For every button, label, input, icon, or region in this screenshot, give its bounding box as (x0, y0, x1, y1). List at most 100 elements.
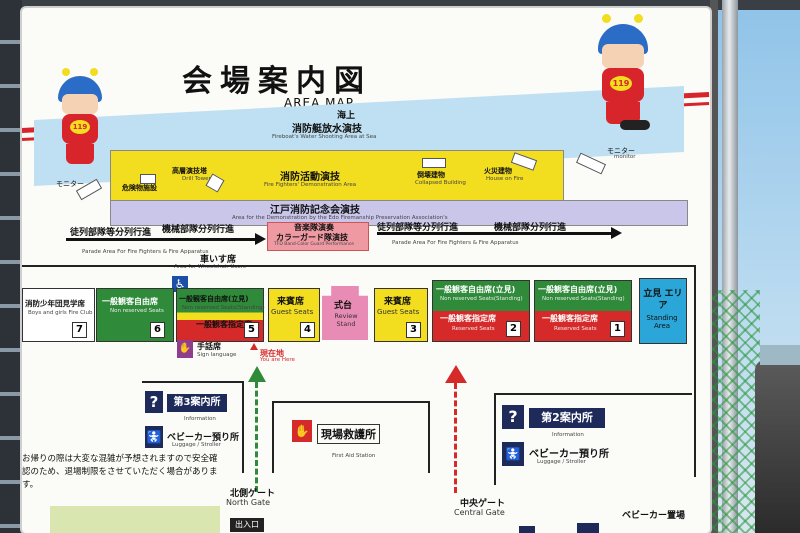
demo-label: 消防活動演技 (280, 172, 340, 183)
edo-label: 江戸消防記念会演技 (270, 205, 360, 216)
info3-stroller-icon: 🚼 (145, 426, 163, 448)
seat-block-1 (534, 280, 632, 342)
seat-1-reserved-en: Reserved Seats (554, 326, 597, 332)
parade-arrow-right (377, 227, 622, 239)
monitor-right-en: monitor (614, 154, 636, 160)
building-marker (140, 174, 156, 184)
seat-1-number: 1 (610, 321, 625, 337)
mascot-antenna-icon (90, 68, 98, 76)
seat-2-en: Non reserved Seats(Standing) (440, 296, 523, 302)
fireboat-label: 消防艇放水演技 (292, 124, 362, 135)
band-label-2: カラーガード隊演技 (276, 233, 348, 242)
seat-4-number: 4 (300, 322, 315, 338)
seat-7-label: 消防少年団見学席 (25, 299, 85, 308)
fireboat-en: Fireboat's Water Shooting Area at Sea (272, 134, 377, 140)
seat-2-label: 一般観客自由席(立見) (436, 285, 516, 294)
parade-right-2: 機械部隊分列行進 (494, 223, 567, 233)
seat-7-number: 7 (72, 322, 87, 338)
area-map-board: 会場案内図 AREA MAP 海上 消防艇放水演技 Fireboat's Wat… (22, 8, 710, 533)
first-aid-en: First Aid Station (332, 453, 376, 459)
info2-stroller-icon: 🚼 (502, 442, 524, 466)
monitor-right-label: モニター (607, 147, 635, 155)
info2-stroller-label: ベビーカー預り所 (529, 449, 609, 460)
first-aid-label: 現場救護所 (317, 424, 380, 444)
mascot-antenna-icon (602, 14, 611, 23)
seat-3-label: 来賓席 (384, 297, 412, 307)
sign-language-label: 手話席 (197, 342, 221, 351)
seat-1-reserved: 一般観客指定席 (542, 314, 598, 323)
standing-area-en: Standing Area (646, 314, 678, 330)
mascot-antenna-icon (634, 14, 643, 23)
wheelchair-label: 車いす席 (200, 255, 237, 265)
standing-area (639, 278, 687, 344)
info3-en: Information (184, 416, 216, 422)
standing-area-label: 立見 エリア (643, 289, 683, 311)
central-gate-label: 中央ゲート (460, 499, 506, 509)
collapsed-label: 倒壊建物 (417, 171, 445, 179)
seat-1-label: 一般観客自由席(立見) (538, 285, 618, 294)
sea-horizon (760, 345, 800, 365)
seat-2-reserved: 一般観客指定席 (440, 314, 496, 323)
mascot-legs (66, 144, 94, 164)
safety-net (705, 290, 760, 533)
info2-question-icon: ? (502, 405, 524, 429)
sign-language-icon: ✋ (177, 340, 193, 358)
scaffold-beam-right (710, 0, 718, 533)
map-title: 会場案内図 (182, 64, 372, 99)
here-marker (250, 343, 258, 350)
parade-right-en: Parade Area For Fire Fighters & Fire App… (392, 240, 519, 246)
seat-3-number: 3 (406, 322, 421, 338)
mascot-badge: 119 (610, 76, 632, 91)
seat-6-en: Non reserved Seats (110, 308, 164, 314)
stroller-area-label: ベビーカー置場 (622, 511, 686, 521)
band-zone (267, 222, 369, 251)
highrise-label: 高層演技塔 (172, 167, 207, 175)
north-gate-label: 北側ゲート (230, 489, 276, 499)
band-en: TFD Band·Color Guard Performance (274, 242, 355, 247)
central-gate-en: Central Gate (454, 508, 505, 517)
seat-2-number: 2 (506, 321, 521, 337)
seat-2-reserved-en: Reserved Seats (452, 326, 495, 332)
bottom-icon-a (577, 523, 599, 533)
parade-arrow-left (66, 233, 266, 245)
seat-5-number: 5 (244, 322, 259, 338)
mascot-boots (620, 120, 650, 130)
seat-5-reserved: 一般観客指定席 (196, 320, 252, 329)
building-marker (422, 158, 446, 168)
first-aid-icon: ✋ (292, 420, 312, 442)
review-label: 式台 (334, 301, 353, 311)
parade-right-1: 徒列部隊等分列行進 (377, 223, 459, 233)
firehouse-label: 火災建物 (484, 167, 512, 175)
demo-en: Fire Fighters' Demonstration Area (264, 182, 357, 188)
wheelchair-en: Area for Wheelchair Users (174, 264, 246, 270)
north-gate-en: North Gate (226, 498, 271, 507)
north-walkway-arrow (248, 366, 266, 382)
north-walkway (255, 382, 258, 492)
info3-stroller-en: Luggage / Stroller (172, 442, 221, 448)
info2-stroller-en: Luggage / Stroller (537, 459, 586, 465)
seat-6-number: 6 (150, 322, 165, 338)
scaffold-beam-top (0, 0, 800, 10)
first-aid-frame (272, 401, 430, 473)
hazmat-label: 危険物施設 (122, 184, 157, 192)
highrise-en: Drill Tower (182, 176, 211, 182)
seat-4-label: 来賓席 (277, 297, 305, 307)
info3-frame (142, 381, 244, 473)
seat-6-label: 一般観客自由席 (102, 297, 158, 306)
seat-block-7 (22, 288, 95, 342)
central-walkway (454, 383, 457, 493)
mascot-badge: 119 (70, 120, 90, 134)
parade-left-2: 機械部隊分列行進 (162, 225, 235, 235)
seat-4-en: Guest Seats (271, 308, 314, 316)
mascot-legs (606, 102, 640, 124)
sign-language-en: Sign language (197, 352, 237, 358)
mascot-left: 119 (52, 68, 108, 166)
info3-question-icon: ? (145, 391, 163, 413)
info2-title: 第2案内所 (529, 408, 605, 428)
central-walkway-arrow (445, 365, 467, 383)
info3-stroller-label: ベビーカー預り所 (167, 433, 240, 443)
edo-en: Area for the Demonstration by the Edo Fi… (232, 215, 448, 221)
stand-perimeter (22, 265, 696, 477)
mascot-face (602, 44, 644, 68)
seat-1-en: Non reserved Seats(Standing) (542, 296, 625, 302)
